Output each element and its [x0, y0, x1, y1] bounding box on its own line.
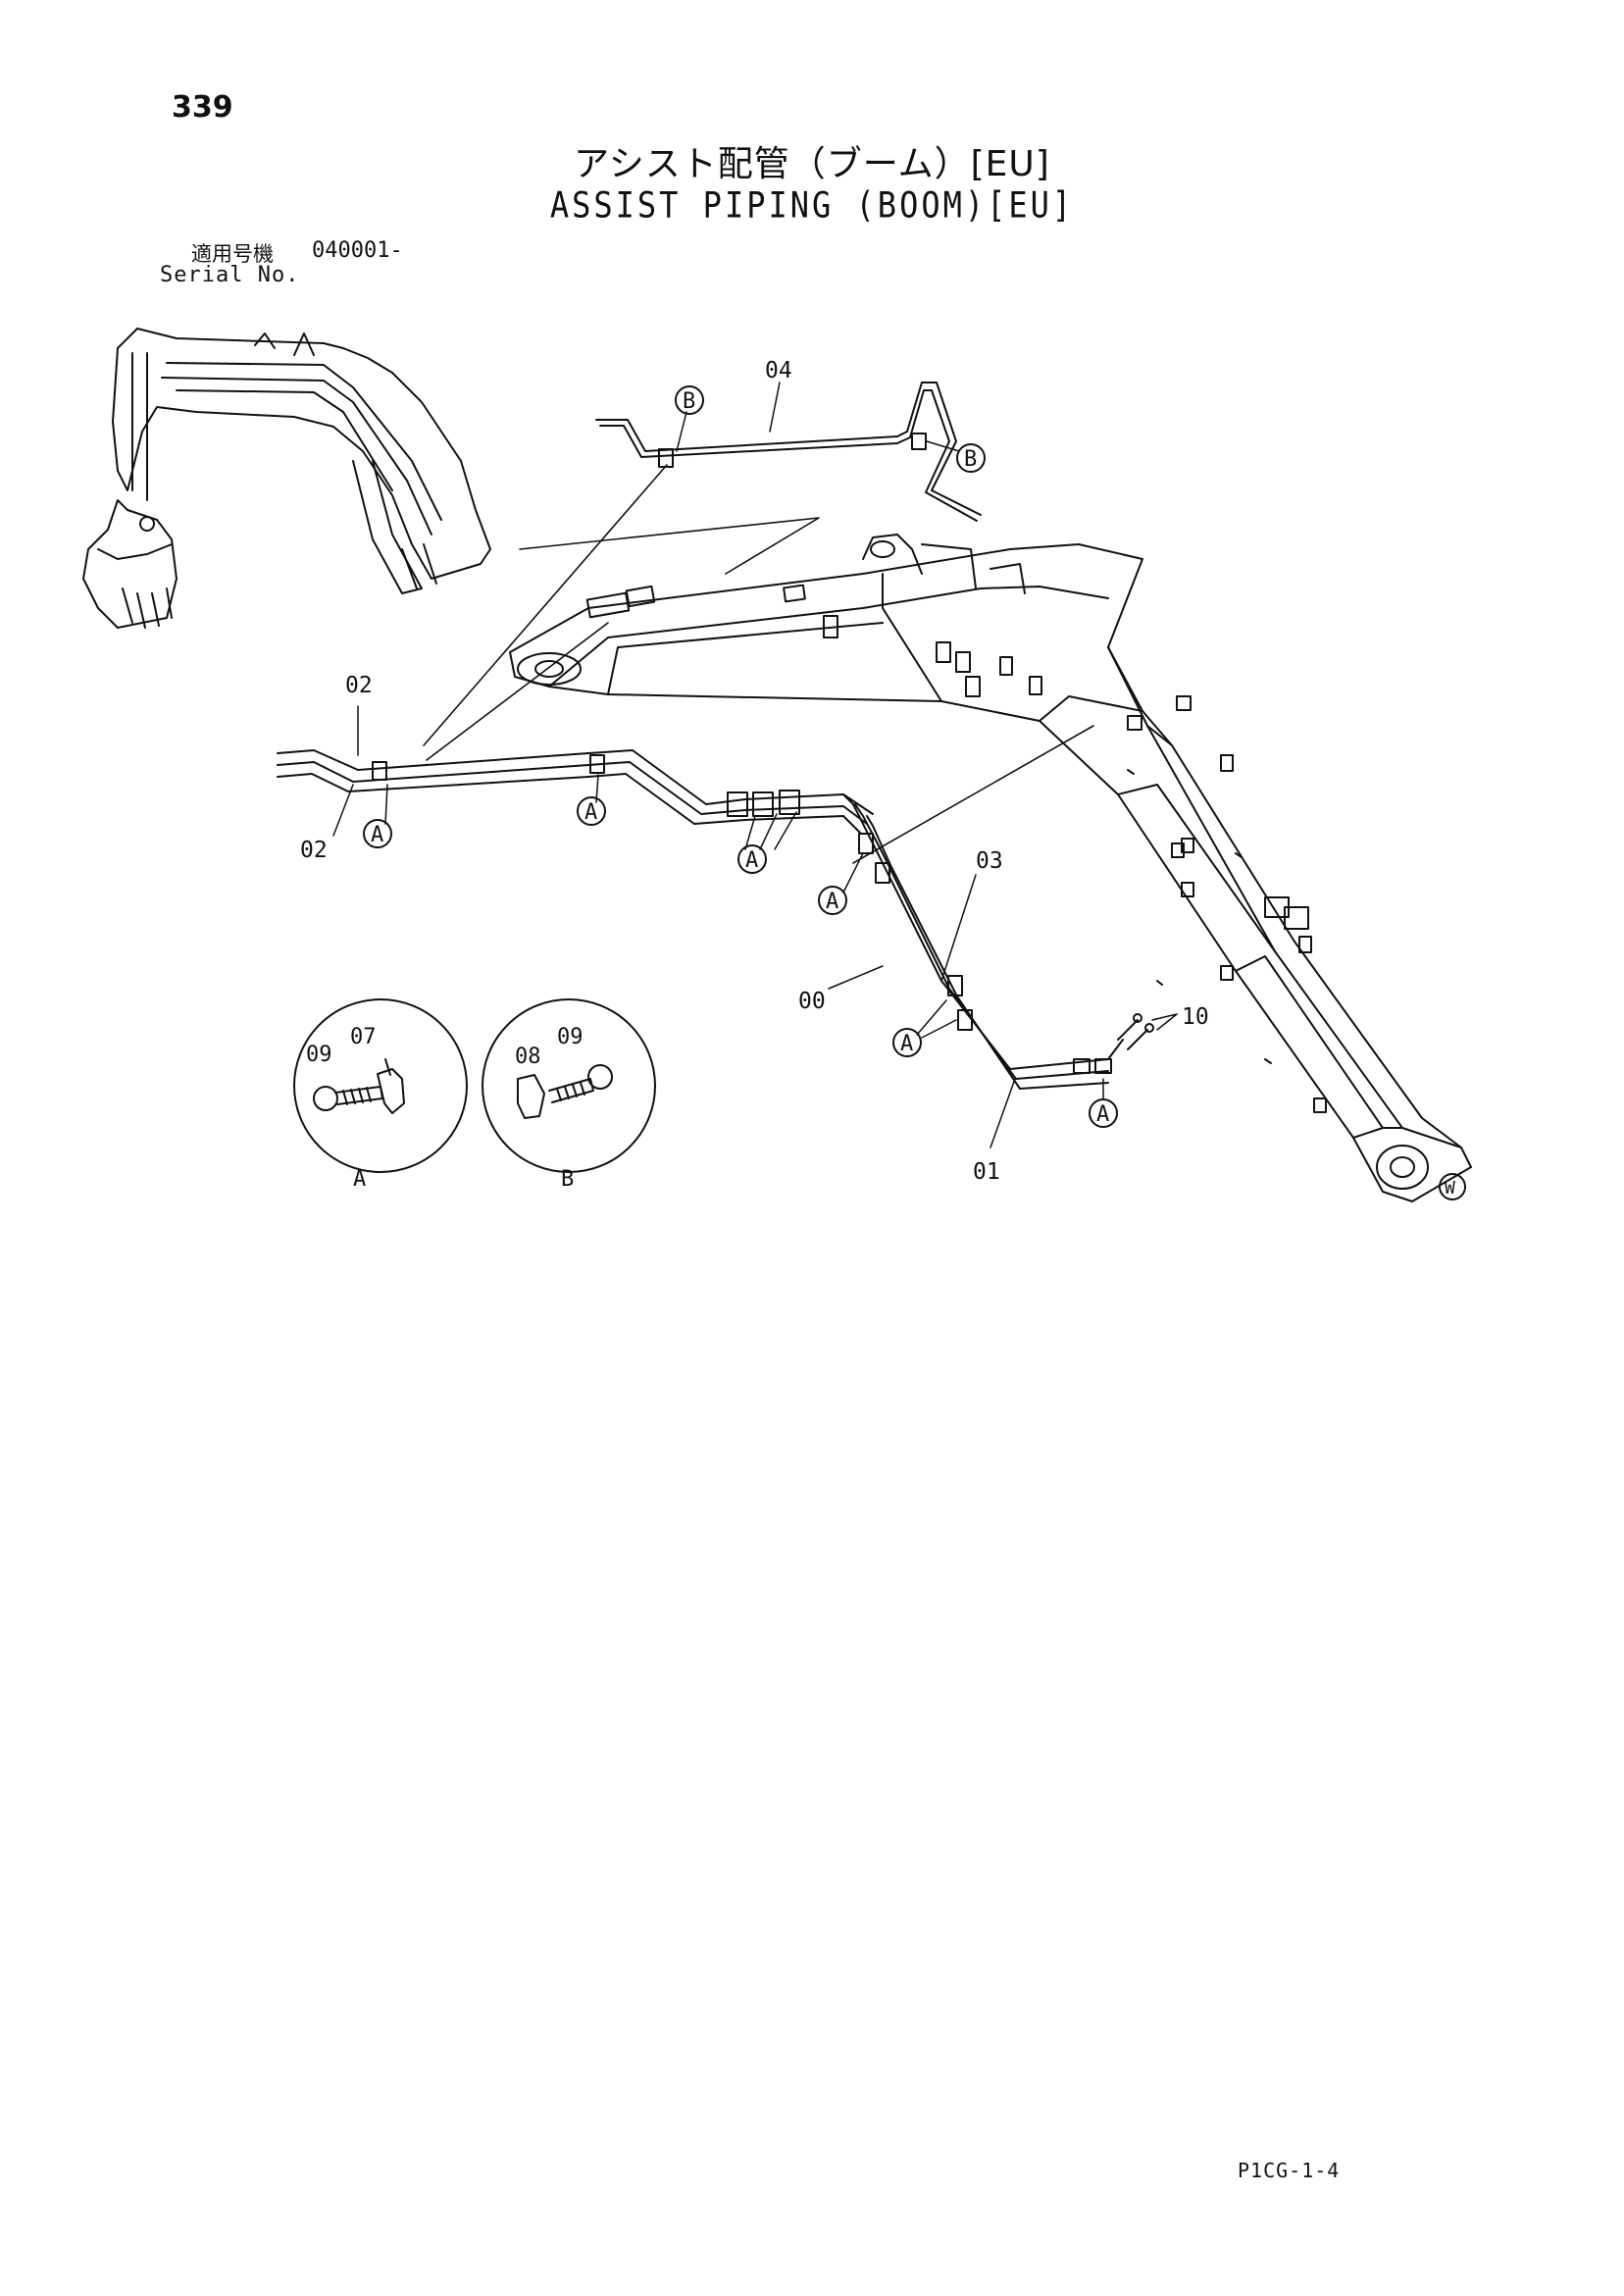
pipe-02 [277, 749, 874, 835]
marker-a-1: A [363, 819, 392, 848]
detail-b-label: B [561, 1167, 574, 1192]
callout-00: 00 [798, 989, 826, 1014]
marker-a-3: A [737, 844, 767, 874]
serial-label-japanese: 適用号機 [191, 242, 274, 266]
detail-a-label: A [353, 1167, 366, 1192]
svg-text:A: A [745, 848, 758, 873]
detail-b-callout-08: 08 [515, 1045, 541, 1069]
boom-body [509, 534, 1472, 1202]
callout-01: 01 [973, 1159, 1000, 1185]
w-symbol: W [1439, 1173, 1466, 1200]
title-english: ASSIST PIPING (BOOM)[EU] [549, 183, 1075, 227]
svg-text:A: A [1096, 1102, 1109, 1127]
callout-02-upper: 02 [345, 673, 373, 698]
svg-text:A: A [826, 890, 838, 914]
marker-a-5: A [892, 1028, 922, 1057]
detail-a: 09 07 A [293, 998, 468, 1192]
serial-label-english: Serial No. [160, 263, 300, 287]
callout-02-lower: 02 [300, 838, 328, 863]
part-callouts: 04 02 02 03 00 01 10 [300, 358, 1209, 1185]
page-number: 339 [172, 90, 233, 125]
callout-10: 10 [1182, 1004, 1209, 1030]
title-japanese: アシスト配管（ブーム）[EU] [574, 144, 1050, 184]
guide-lines [423, 464, 1094, 864]
svg-text:A: A [584, 800, 597, 825]
svg-text:A: A [371, 823, 383, 847]
marker-a-2: A [577, 796, 606, 826]
excavator-overview [82, 328, 491, 629]
detail-b: 08 09 B [482, 998, 656, 1192]
pipe-04 [595, 382, 982, 522]
svg-text:B: B [964, 447, 977, 472]
leader-lines [332, 382, 1178, 1148]
svg-text:A: A [900, 1032, 913, 1056]
detail-b-callout-09: 09 [557, 1025, 584, 1049]
serial-number-value: 040001- [312, 238, 403, 263]
marker-a-6: A [1089, 1098, 1118, 1128]
pipe-00-03-01-bundle [842, 793, 1154, 1090]
callout-04: 04 [765, 358, 792, 383]
clamp-markers: A A A A A A B B [363, 385, 1118, 1128]
marker-b-1: B [675, 385, 704, 415]
detail-a-callout-07: 07 [350, 1025, 377, 1049]
svg-text:W: W [1445, 1178, 1455, 1199]
marker-a-4: A [818, 886, 847, 915]
document-code: P1CG-1-4 [1238, 2159, 1341, 2182]
callout-03: 03 [976, 848, 1003, 874]
svg-text:B: B [683, 389, 695, 414]
detail-a-callout-09: 09 [306, 1043, 332, 1067]
marker-b-2: B [956, 443, 986, 473]
